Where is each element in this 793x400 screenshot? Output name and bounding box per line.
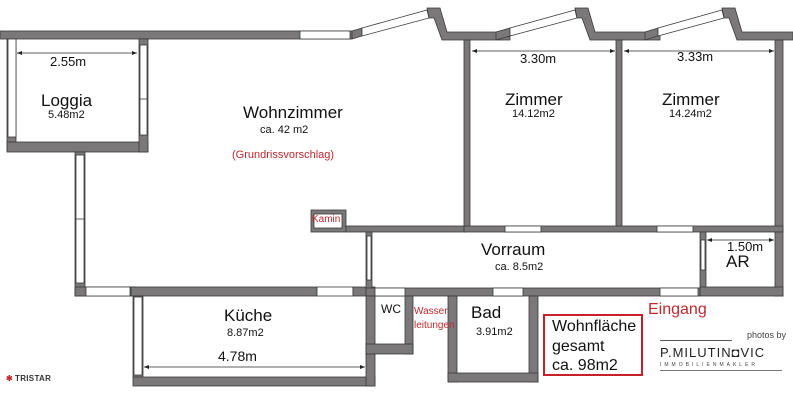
wall-bay1-post bbox=[426, 7, 511, 41]
total-area-box: Wohnfläche gesamt ca. 98m2 bbox=[543, 314, 643, 376]
total-line-1: Wohnfläche bbox=[552, 318, 637, 335]
total-line-3: ca. 98m2 bbox=[552, 357, 618, 374]
wasser-label-1: Wasser bbox=[414, 306, 448, 317]
window-bay3 bbox=[657, 9, 725, 37]
zimmer1-name: Zimmer bbox=[505, 90, 563, 109]
loggia-name: Loggia bbox=[41, 91, 93, 110]
vorraum-area: ca. 8.5m2 bbox=[495, 261, 544, 273]
wall-wc-bottom bbox=[365, 343, 414, 355]
dim-loggia bbox=[17, 51, 137, 55]
wohnzimmer-area: ca. 42 m2 bbox=[260, 124, 309, 136]
loggia-area: 5.48m2 bbox=[48, 109, 85, 121]
wall-bay2-post bbox=[574, 7, 661, 41]
window-top-wohn bbox=[299, 30, 351, 40]
wall-zimmer-mid bbox=[615, 39, 623, 231]
wall-ar-bottom bbox=[699, 286, 784, 297]
door-bad bbox=[492, 287, 524, 297]
window-bay1 bbox=[361, 9, 430, 37]
window-wohn-bottom bbox=[85, 286, 131, 297]
loggia-width: 2.55m bbox=[50, 54, 87, 69]
wall-bad-left bbox=[447, 295, 458, 383]
dim-kueche bbox=[144, 365, 365, 369]
total-line-2: gesamt bbox=[552, 338, 605, 355]
wall-kueche-bottom bbox=[132, 376, 376, 387]
dim-ar bbox=[707, 238, 774, 242]
tristar-logo: ✱TRISTAR bbox=[6, 374, 52, 383]
wall-kueche-right bbox=[365, 295, 376, 387]
wasser-label-2: leitungen bbox=[414, 320, 455, 331]
door-kueche bbox=[316, 286, 354, 297]
window-loggia-left bbox=[7, 38, 17, 138]
dim-zimmer2 bbox=[624, 49, 774, 53]
door-wc bbox=[374, 287, 406, 297]
bad-area: 3.91m2 bbox=[476, 326, 513, 338]
door-loggia bbox=[139, 44, 148, 136]
wall-zimmer-bottom bbox=[463, 225, 784, 233]
bad-name: Bad bbox=[471, 303, 502, 322]
tristar-star-icon: ✱ bbox=[6, 374, 14, 383]
kueche-name: Küche bbox=[224, 306, 273, 325]
wc-name: WC bbox=[381, 302, 401, 316]
wall-bad-right bbox=[528, 295, 539, 383]
wall-top-left bbox=[0, 30, 353, 40]
wall-zimmer2-right bbox=[774, 39, 784, 297]
window-kueche bbox=[133, 296, 143, 376]
wall-bay3-post bbox=[721, 7, 793, 41]
dim-zimmer1 bbox=[472, 49, 615, 53]
eingang-label: Eingang bbox=[648, 301, 707, 318]
kueche-area: 8.87m2 bbox=[227, 327, 264, 339]
vorraum-name: Vorraum bbox=[481, 240, 546, 259]
zimmer2-area: 14.24m2 bbox=[669, 108, 712, 120]
wall-zimmer1-left bbox=[463, 39, 471, 231]
door-zimmer1 bbox=[504, 225, 542, 233]
wall-bad-bottom bbox=[447, 372, 539, 383]
wall-kueche-top bbox=[130, 286, 318, 297]
kueche-width: 4.78m bbox=[218, 348, 257, 364]
door-zimmer2 bbox=[656, 225, 694, 233]
window-bay2 bbox=[509, 9, 578, 37]
zimmer1-area: 14.12m2 bbox=[512, 108, 555, 120]
wall-bay1 bbox=[351, 27, 363, 40]
zimmer2-width: 3.33m bbox=[677, 49, 714, 64]
pm-name: P.MILUTIN◘VIC bbox=[660, 345, 766, 360]
wall-loggia-bottom bbox=[6, 141, 149, 153]
wohnzimmer-name: Wohnzimmer bbox=[243, 103, 343, 122]
pm-subtitle: IMMOBILIENMAKLER bbox=[660, 362, 759, 368]
ar-width: 1.50m bbox=[727, 239, 764, 254]
ar-name: AR bbox=[726, 252, 750, 271]
zimmer1-width: 3.30m bbox=[520, 51, 557, 66]
photos-by-label: photos by bbox=[746, 330, 786, 340]
kamin-label: Kamin bbox=[312, 214, 341, 225]
zimmer2-name: Zimmer bbox=[662, 90, 720, 109]
grundriss-note: (Grundrissvorschlag) bbox=[232, 149, 335, 161]
wall-vorraum-bottom bbox=[365, 287, 701, 297]
door-entrance bbox=[659, 287, 699, 297]
wall-vorraum-top-left bbox=[345, 225, 467, 233]
